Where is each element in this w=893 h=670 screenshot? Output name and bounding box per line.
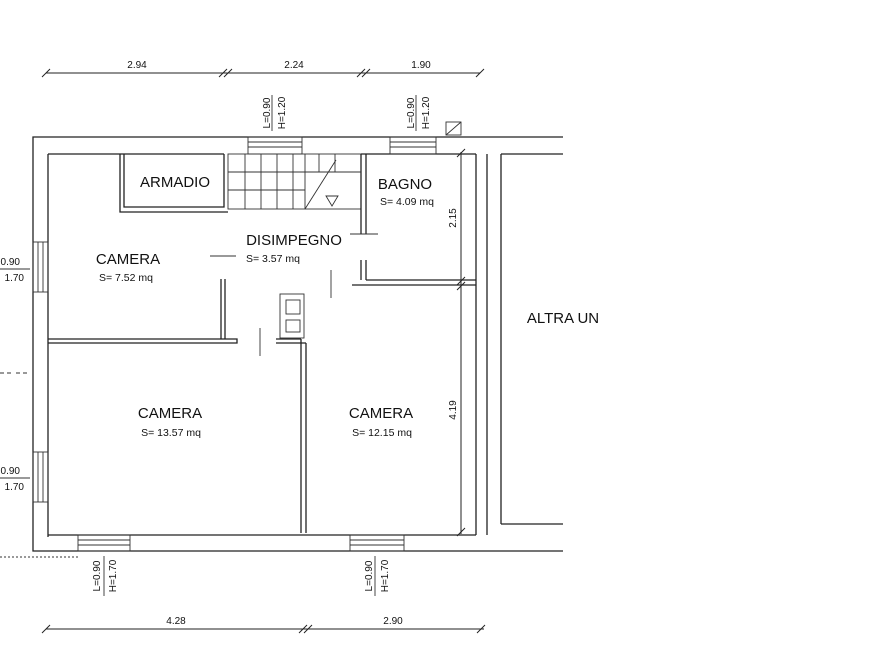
room-camera-small-area: S= 7.52 mq (99, 272, 153, 284)
window-left-lower-l: 0.90 (1, 466, 21, 477)
window-top-left-l: L=0.90 (262, 97, 273, 128)
dim-top-1: 2.94 (127, 60, 147, 71)
window-top-right-l: L=0.90 (406, 97, 417, 128)
stairs (228, 154, 361, 210)
dim-top-2: 2.24 (284, 60, 304, 71)
dim-right-2: 4.19 (448, 400, 459, 420)
room-camera-left-area: S= 13.57 mq (141, 427, 201, 439)
exterior-marks (0, 372, 78, 558)
room-bagno-area: S= 4.09 mq (380, 196, 434, 208)
window-bottom-right-h: H=1.70 (380, 559, 391, 592)
window-top-left-h: H=1.20 (277, 96, 288, 129)
dim-top-3: 1.90 (411, 60, 431, 71)
window-bottom-left-l: L=0.90 (92, 560, 103, 591)
dim-right-1: 2.15 (448, 208, 459, 228)
room-camera-right-name: CAMERA (349, 405, 413, 422)
interior-walls (48, 153, 476, 533)
room-bagno-name: BAGNO (378, 176, 432, 193)
window-left-upper-l: 0.90 (1, 257, 21, 268)
room-armadio-name: ARMADIO (140, 174, 210, 191)
dim-bottom-1: 4.28 (166, 616, 186, 627)
window-left-upper: 0.90 1.70 (0, 241, 49, 293)
top-dimension-chain: 2.94 2.24 1.90 (41, 60, 485, 78)
room-disimpegno-name: DISIMPEGNO (246, 232, 342, 249)
window-bottom-right-l: L=0.90 (364, 560, 375, 591)
room-altra-unita-name: ALTRA UN (527, 310, 599, 327)
window-bottom-right: L=0.90 H=1.70 (349, 534, 405, 596)
window-left-lower-h: 1.70 (5, 482, 25, 493)
window-bottom-left-h: H=1.70 (108, 559, 119, 592)
window-left-lower: 0.90 1.70 (0, 451, 49, 503)
dim-bottom-2: 2.90 (383, 616, 403, 627)
window-top-left: L=0.90 H=1.20 (247, 95, 303, 155)
right-dimension-chain: 2.15 4.19 (448, 148, 466, 537)
window-top-right-h: H=1.20 (421, 96, 432, 129)
window-top-right: L=0.90 H=1.20 (389, 95, 462, 155)
room-camera-left-name: CAMERA (138, 405, 202, 422)
room-camera-small-name: CAMERA (96, 251, 160, 268)
outer-walls (32, 136, 563, 552)
window-left-upper-h: 1.70 (5, 273, 25, 284)
bottom-dimension-chain: 4.28 2.90 (41, 616, 486, 634)
window-bottom-left: L=0.90 H=1.70 (77, 534, 131, 596)
room-disimpegno-area: S= 3.57 mq (246, 253, 300, 265)
room-camera-right-area: S= 12.15 mq (352, 427, 412, 439)
